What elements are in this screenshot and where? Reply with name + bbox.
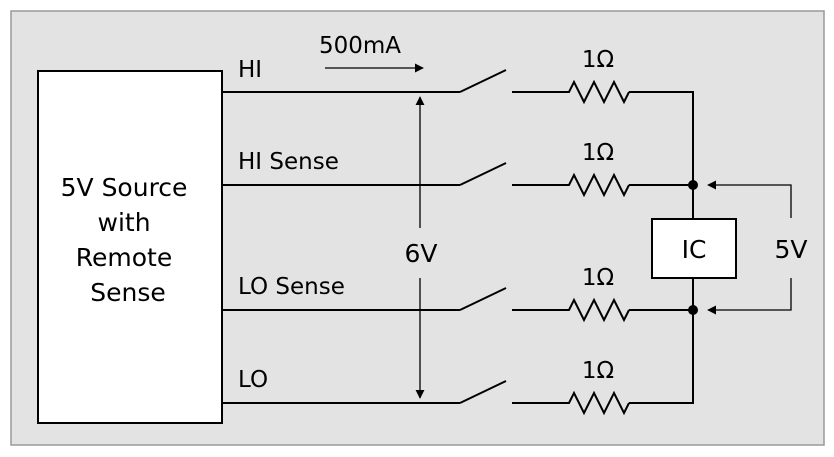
resistor-1-label: 1Ω — [582, 47, 614, 73]
resistor-2 — [563, 172, 630, 198]
source-label-line: Remote — [76, 243, 172, 272]
terminal-lo-sense-label: LO Sense — [238, 274, 345, 300]
resistor-4-label: 1Ω — [582, 358, 614, 384]
hi-sense-switch — [459, 162, 507, 186]
terminal-hi-label: HI — [238, 57, 262, 83]
resistor-3-label: 1Ω — [582, 265, 614, 291]
lo-switch — [459, 380, 507, 404]
terminal-lo-label: LO — [238, 367, 268, 393]
resistor-3 — [563, 297, 630, 323]
terminal-hi-sense-label: HI Sense — [238, 149, 339, 175]
ic-label: IC — [682, 235, 707, 264]
hi-switch — [459, 69, 507, 93]
ic-box — [651, 218, 737, 279]
ic-voltage-arrow-bottom — [707, 278, 792, 315]
lo-sense-node — [688, 305, 698, 315]
ic-voltage-arrow-top — [707, 180, 792, 218]
source-label: 5V Source with Remote Sense — [61, 173, 196, 307]
current-label: 500mA — [319, 33, 401, 59]
source-label-line: 5V Source — [61, 173, 188, 202]
source-box — [37, 70, 223, 424]
source-label-line: with — [98, 208, 151, 237]
ic-voltage-label: 5V — [774, 235, 807, 264]
source-voltage-label: 6V — [404, 239, 437, 268]
resistor-1 — [563, 79, 630, 105]
resistor-4 — [563, 390, 630, 416]
source-label-line: Sense — [90, 278, 166, 307]
hi-sense-node — [688, 180, 698, 190]
lo-sense-switch — [459, 287, 507, 311]
resistor-2-label: 1Ω — [582, 140, 614, 166]
